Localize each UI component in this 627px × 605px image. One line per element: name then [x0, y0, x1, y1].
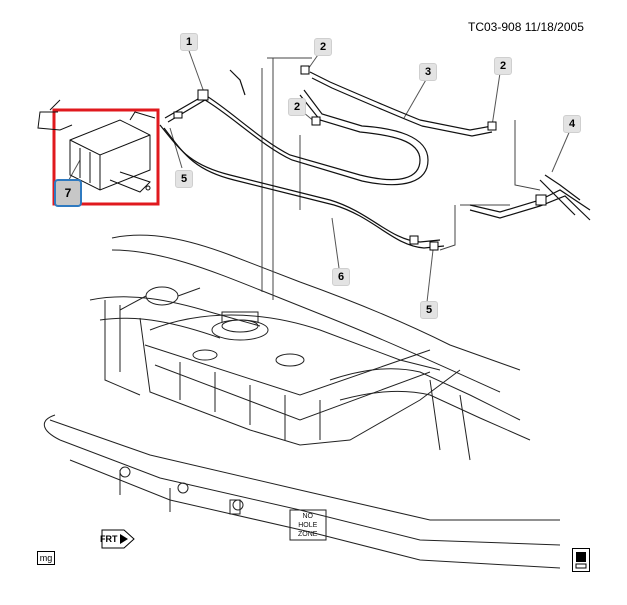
no-hole-zone-decal: NO HOLE ZONE	[298, 512, 317, 539]
callout-2-right[interactable]: 2	[494, 57, 512, 75]
callout-4[interactable]: 4	[563, 115, 581, 133]
book-glyph-icon	[575, 552, 587, 569]
drawing-reference-id: TC03-908 11/18/2005	[468, 20, 584, 34]
mg-badge: mg	[37, 551, 55, 565]
callout-7[interactable]: 7	[54, 179, 82, 207]
decal-line-3: ZONE	[298, 531, 318, 538]
reference-lines	[261, 57, 541, 300]
callout-5-right[interactable]: 5	[420, 301, 438, 319]
callout-2-top[interactable]: 2	[314, 38, 332, 56]
fittings	[173, 65, 547, 251]
manual-book-icon[interactable]	[572, 548, 590, 572]
vehicle-underbody	[43, 234, 561, 569]
callout-5-left[interactable]: 5	[175, 170, 193, 188]
front-arrow-icon	[101, 529, 135, 549]
fuel-lines	[159, 69, 591, 249]
callout-2-middle[interactable]: 2	[288, 98, 306, 116]
leader-lines	[65, 47, 572, 303]
front-marker-label: FRT	[100, 534, 118, 544]
decal-line-1: NO	[302, 513, 313, 520]
callout-6[interactable]: 6	[332, 268, 350, 286]
callout-1[interactable]: 1	[180, 33, 198, 51]
evap-canister[interactable]	[37, 99, 160, 206]
decal-line-2: HOLE	[298, 522, 318, 529]
callout-3[interactable]: 3	[419, 63, 437, 81]
